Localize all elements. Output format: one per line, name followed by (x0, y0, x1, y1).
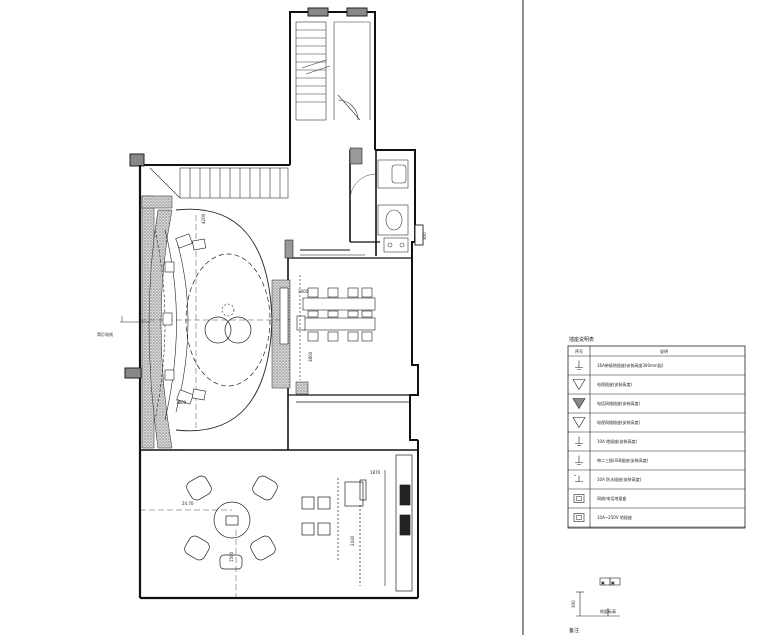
side-note-text: 筒灯电线 (97, 331, 113, 337)
legend-header-desc: 说明 (660, 348, 668, 354)
floor-power-icon (573, 513, 585, 522)
dim-label: 3000 (298, 289, 309, 294)
legend-header-no: 序号 (575, 348, 583, 354)
legend-row: 带二三插USB插座(安装高度) (568, 455, 745, 471)
legend-row-desc: 16A带接地插座(安装高度300mm起) (597, 362, 664, 368)
legend-row: 10A 地插座(安装高度) (568, 436, 745, 452)
legend-row: 网络/电话地插盒 (568, 494, 745, 509)
legend-row-desc: 10A 地插座(安装高度) (597, 438, 638, 444)
dim-label: 1500 (229, 551, 234, 562)
legend-title: 插座说明表 (569, 336, 594, 343)
legend-row-desc: 电视网络插座(安装高度) (597, 419, 641, 425)
dim-label: 4200 (201, 213, 206, 224)
double-socket-icon (575, 455, 583, 465)
side-annotation: 筒灯电线 (97, 316, 150, 337)
legend-row-desc: 电视插座(安装高度) (597, 381, 633, 387)
legend-row: 电视插座(安装高度) (568, 379, 745, 395)
dim-label: 3800 (308, 351, 313, 362)
exterior-walls (124, 7, 424, 600)
legend-row-desc: 电话网络插座(安装高度) (597, 400, 641, 406)
note-block: ▣ ▣ 300 地面标高 备注 (569, 577, 621, 634)
legend-row-desc: 10A 防水插座(安装高度) (597, 476, 642, 482)
dim-label: 1870 (370, 470, 381, 475)
dim-label: 1800 (176, 400, 187, 405)
data-socket-icon (572, 417, 586, 429)
window-marks (180, 410, 289, 451)
lounge-chairs (162, 233, 207, 405)
legend-row: 电视网络插座(安装高度) (568, 417, 745, 433)
dimension-labels: 4200 3000 3800 1800 1870 24.70 2430 1500… (176, 213, 427, 562)
staircase (149, 21, 371, 199)
socket-e-icon (575, 436, 583, 446)
note-floor-label: 地面标高 (600, 608, 616, 614)
waterproof-socket-icon (574, 475, 583, 482)
tv-socket-icon (572, 379, 586, 391)
lounge-furniture (140, 454, 413, 598)
note-box-glyph: ▣ (611, 580, 615, 585)
legend-row: 10A~250V 地插座 (568, 513, 745, 528)
note-title: 备注 (569, 627, 579, 634)
legend-table: 插座说明表 序号 说明 16A带接地插座(安装高度300mm起) 电视插座(安装高… (567, 336, 746, 529)
ground-socket-icon (575, 360, 583, 370)
legend-row: 电话网络插座(安装高度) (568, 398, 745, 414)
dim-label: 2430 (350, 535, 355, 546)
meeting-tables (279, 275, 376, 380)
floor-box-icon (573, 494, 585, 503)
legend-row-desc: 带二三插USB插座(安装高度) (597, 457, 649, 463)
dim-label: 24.70 (182, 501, 194, 506)
note-box-glyph: ▣ (601, 580, 605, 585)
legend-row-desc: 网络/电话地插盒 (597, 495, 626, 501)
phone-socket-icon (572, 398, 586, 410)
note-height-label: 300 (571, 600, 576, 608)
dim-label: 300 (422, 232, 427, 240)
bathroom-fixtures (377, 159, 409, 253)
legend-row: 16A带接地插座(安装高度300mm起) (568, 360, 745, 376)
legend-row: 10A 防水插座(安装高度) (568, 475, 745, 490)
legend-row-desc: 10A~250V 地插座 (597, 514, 632, 520)
